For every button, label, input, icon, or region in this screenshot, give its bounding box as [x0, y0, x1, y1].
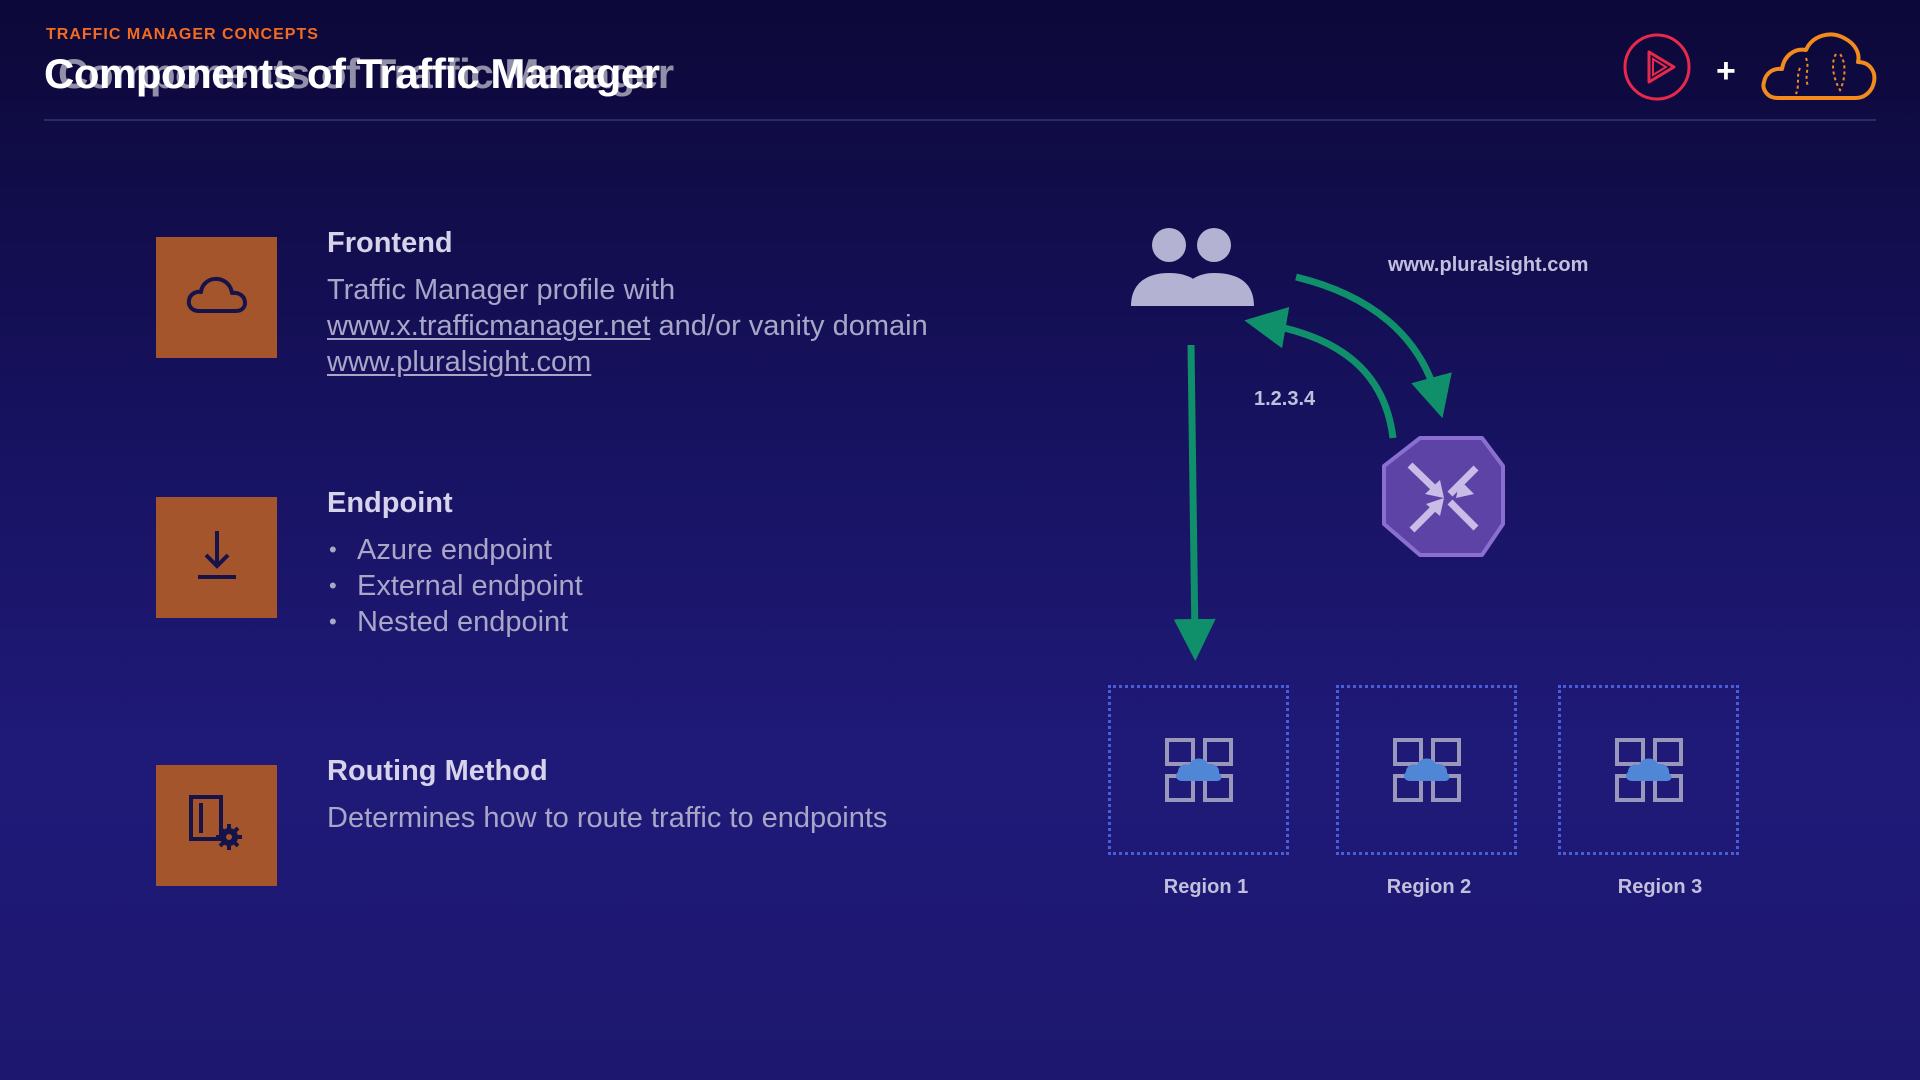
- app-service-icon: [1614, 738, 1683, 802]
- feature-tile-frontend: [156, 237, 277, 358]
- traffic-manager-to-users-arrow: [1244, 306, 1397, 439]
- download-icon: [192, 527, 242, 588]
- pluralsight-play-icon: [1622, 32, 1692, 107]
- feature-tile-routing: [156, 765, 277, 886]
- page-title-wrap: Components of Traffic Manager Components…: [44, 50, 674, 98]
- feature-title-frontend: Frontend: [327, 227, 453, 259]
- app-service-icon: [1164, 738, 1233, 802]
- cloud-icon: [185, 273, 249, 322]
- list-item: External endpoint: [329, 568, 967, 604]
- ip-label: 1.2.3.4: [1254, 388, 1316, 410]
- list-item: Azure endpoint: [329, 532, 967, 568]
- eyebrow-label: TRAFFIC MANAGER CONCEPTS: [46, 26, 319, 43]
- header-divider: [44, 119, 1876, 121]
- app-service-icon: [1392, 738, 1461, 802]
- settings-doc-icon: [187, 793, 247, 858]
- pluralsight-link[interactable]: www.pluralsight.com: [327, 346, 592, 378]
- users-to-region-arrow: [1173, 344, 1216, 661]
- users-icon: [1131, 228, 1254, 306]
- feature-body-frontend: Traffic Manager profile with www.x.traff…: [327, 272, 967, 380]
- region-label-2: Region 2: [1386, 876, 1472, 898]
- region-label-3: Region 3: [1617, 876, 1703, 898]
- endpoint-list: Azure endpoint External endpoint Nested …: [327, 532, 967, 640]
- domain-label: www.pluralsight.com: [1388, 254, 1589, 276]
- page-title: Components of Traffic Manager: [44, 50, 660, 97]
- cloud-guru-cloud-icon: [1760, 28, 1878, 109]
- feature-body-routing: Determines how to route traffic to endpo…: [327, 802, 888, 834]
- feature-text-frontend: Frontend Traffic Manager profile with ww…: [327, 227, 967, 380]
- plus-sign: +: [1716, 52, 1736, 90]
- feature-text-endpoint: Endpoint Azure endpoint External endpoin…: [327, 487, 967, 640]
- region-label-1: Region 1: [1163, 876, 1249, 898]
- trafficmanager-link[interactable]: www.x.trafficmanager.net: [327, 310, 651, 342]
- region-box-1: [1108, 685, 1289, 855]
- frontend-body-prefix: Traffic Manager profile with: [327, 274, 676, 306]
- frontend-body-mid: and/or vanity domain: [650, 310, 928, 342]
- region-box-3: [1558, 685, 1739, 855]
- region-box-2: [1336, 685, 1517, 855]
- traffic-manager-icon: [1382, 436, 1505, 557]
- list-item: Nested endpoint: [329, 604, 967, 640]
- feature-tile-endpoint: [156, 497, 277, 618]
- page-title-overlap: Components of Traffic Manager: [58, 50, 674, 97]
- feature-text-routing: Routing Method Determines how to route t…: [327, 755, 967, 836]
- feature-title-endpoint: Endpoint: [327, 487, 453, 519]
- users-to-traffic-manager-arrow: [1295, 273, 1452, 419]
- feature-title-routing: Routing Method: [327, 755, 548, 787]
